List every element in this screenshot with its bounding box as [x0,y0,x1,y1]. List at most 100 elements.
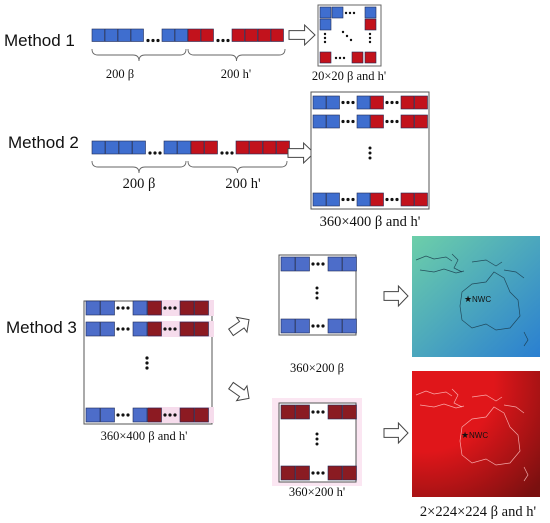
ellipsis-icon [146,38,160,43]
hollow-arrow-icon [287,141,315,165]
hollow-arrow-icon [228,316,250,337]
cell [132,321,148,337]
cell [356,192,371,207]
method3-beta-caption: 360×200 β [290,361,344,375]
cell [370,192,384,207]
cell [132,300,148,316]
cell [235,140,250,155]
ellipsis-icon [163,306,177,310]
cell [174,28,188,42]
ellipsis-icon [385,119,399,124]
cell [117,28,131,42]
cell [400,192,415,207]
method1-grid [317,4,382,67]
cell [327,465,343,481]
cell [194,300,209,316]
cell [356,95,371,110]
vertical-ellipsis-icon [315,432,319,446]
cell [356,114,371,129]
arrow-shape [288,23,316,47]
map-station-label: NWC [472,295,491,304]
cell [179,300,195,316]
cell [327,256,343,272]
map-station-label: NWC [469,431,488,440]
ellipsis-icon [216,38,230,43]
ellipsis-icon [163,327,177,331]
method3-row: Method 3 360×400 β and h' 360×200 β 360×… [6,236,540,520]
cell [326,114,340,129]
method2-label: Method 2 [8,133,79,152]
brace [187,48,286,62]
ellipsis-icon [163,413,177,417]
coastline-outline [415,388,529,482]
cell [312,192,327,207]
cell [85,407,101,423]
method3-output-caption: 2×224×224 β and h' [420,504,536,520]
coastline [503,269,525,279]
cell [118,140,133,155]
method2-h-caption: 200 h' [225,176,260,192]
cell [244,28,258,42]
hollow-arrow-icon [288,23,316,47]
method3-h-matrix [272,398,362,486]
cell [161,28,175,42]
cell [342,318,357,334]
brace [187,160,288,174]
cell [312,114,327,129]
coastline [471,259,503,267]
cell [414,192,428,207]
cell [295,256,310,272]
arrow-shape [228,381,250,402]
h-map-background [412,371,540,497]
cell [280,465,296,481]
cell [342,404,357,420]
dot [345,34,349,38]
method2-sequence [91,140,290,155]
cell [100,407,115,423]
cell [200,28,214,42]
cell [85,300,101,316]
cell [319,6,332,19]
hollow-arrow-icon [383,421,409,445]
ellipsis-icon [116,413,130,417]
vertical-ellipsis-icon [145,356,149,370]
cell [364,18,377,31]
coastline [451,388,463,408]
cell [342,465,357,481]
cell [100,321,115,337]
ellipsis-icon [341,197,355,202]
coastline [459,406,521,466]
cell [319,18,332,31]
cell [132,407,148,423]
cell [187,28,201,42]
coastline-outline [415,253,529,347]
method3-input-caption: 360×400 β and h' [101,429,188,443]
method1-output-caption: 20×20 β and h' [312,69,386,83]
method1-beta-caption: 200 β [106,67,134,81]
cell [257,28,271,42]
hollow-arrow-icon [228,381,250,402]
brace [91,48,187,62]
beta-map-image: ★ NWC [412,236,540,357]
coastline [523,466,529,482]
hollow-arrow-icon [383,284,409,308]
coastline [419,268,465,274]
cell [414,114,428,129]
cell [105,140,119,155]
cell [147,300,162,316]
cell [414,95,428,110]
ellipsis-icon [220,151,234,155]
cell [342,256,357,272]
arrow-shape [228,316,250,337]
cell [351,51,364,64]
ellipsis-icon [311,410,325,414]
cell [204,140,218,155]
arrow-shape [383,421,409,445]
cell [194,407,209,423]
method2-braces [91,160,288,174]
coastline [451,253,463,273]
cell [326,95,340,110]
cell [319,51,332,64]
ellipsis-icon [334,56,346,60]
